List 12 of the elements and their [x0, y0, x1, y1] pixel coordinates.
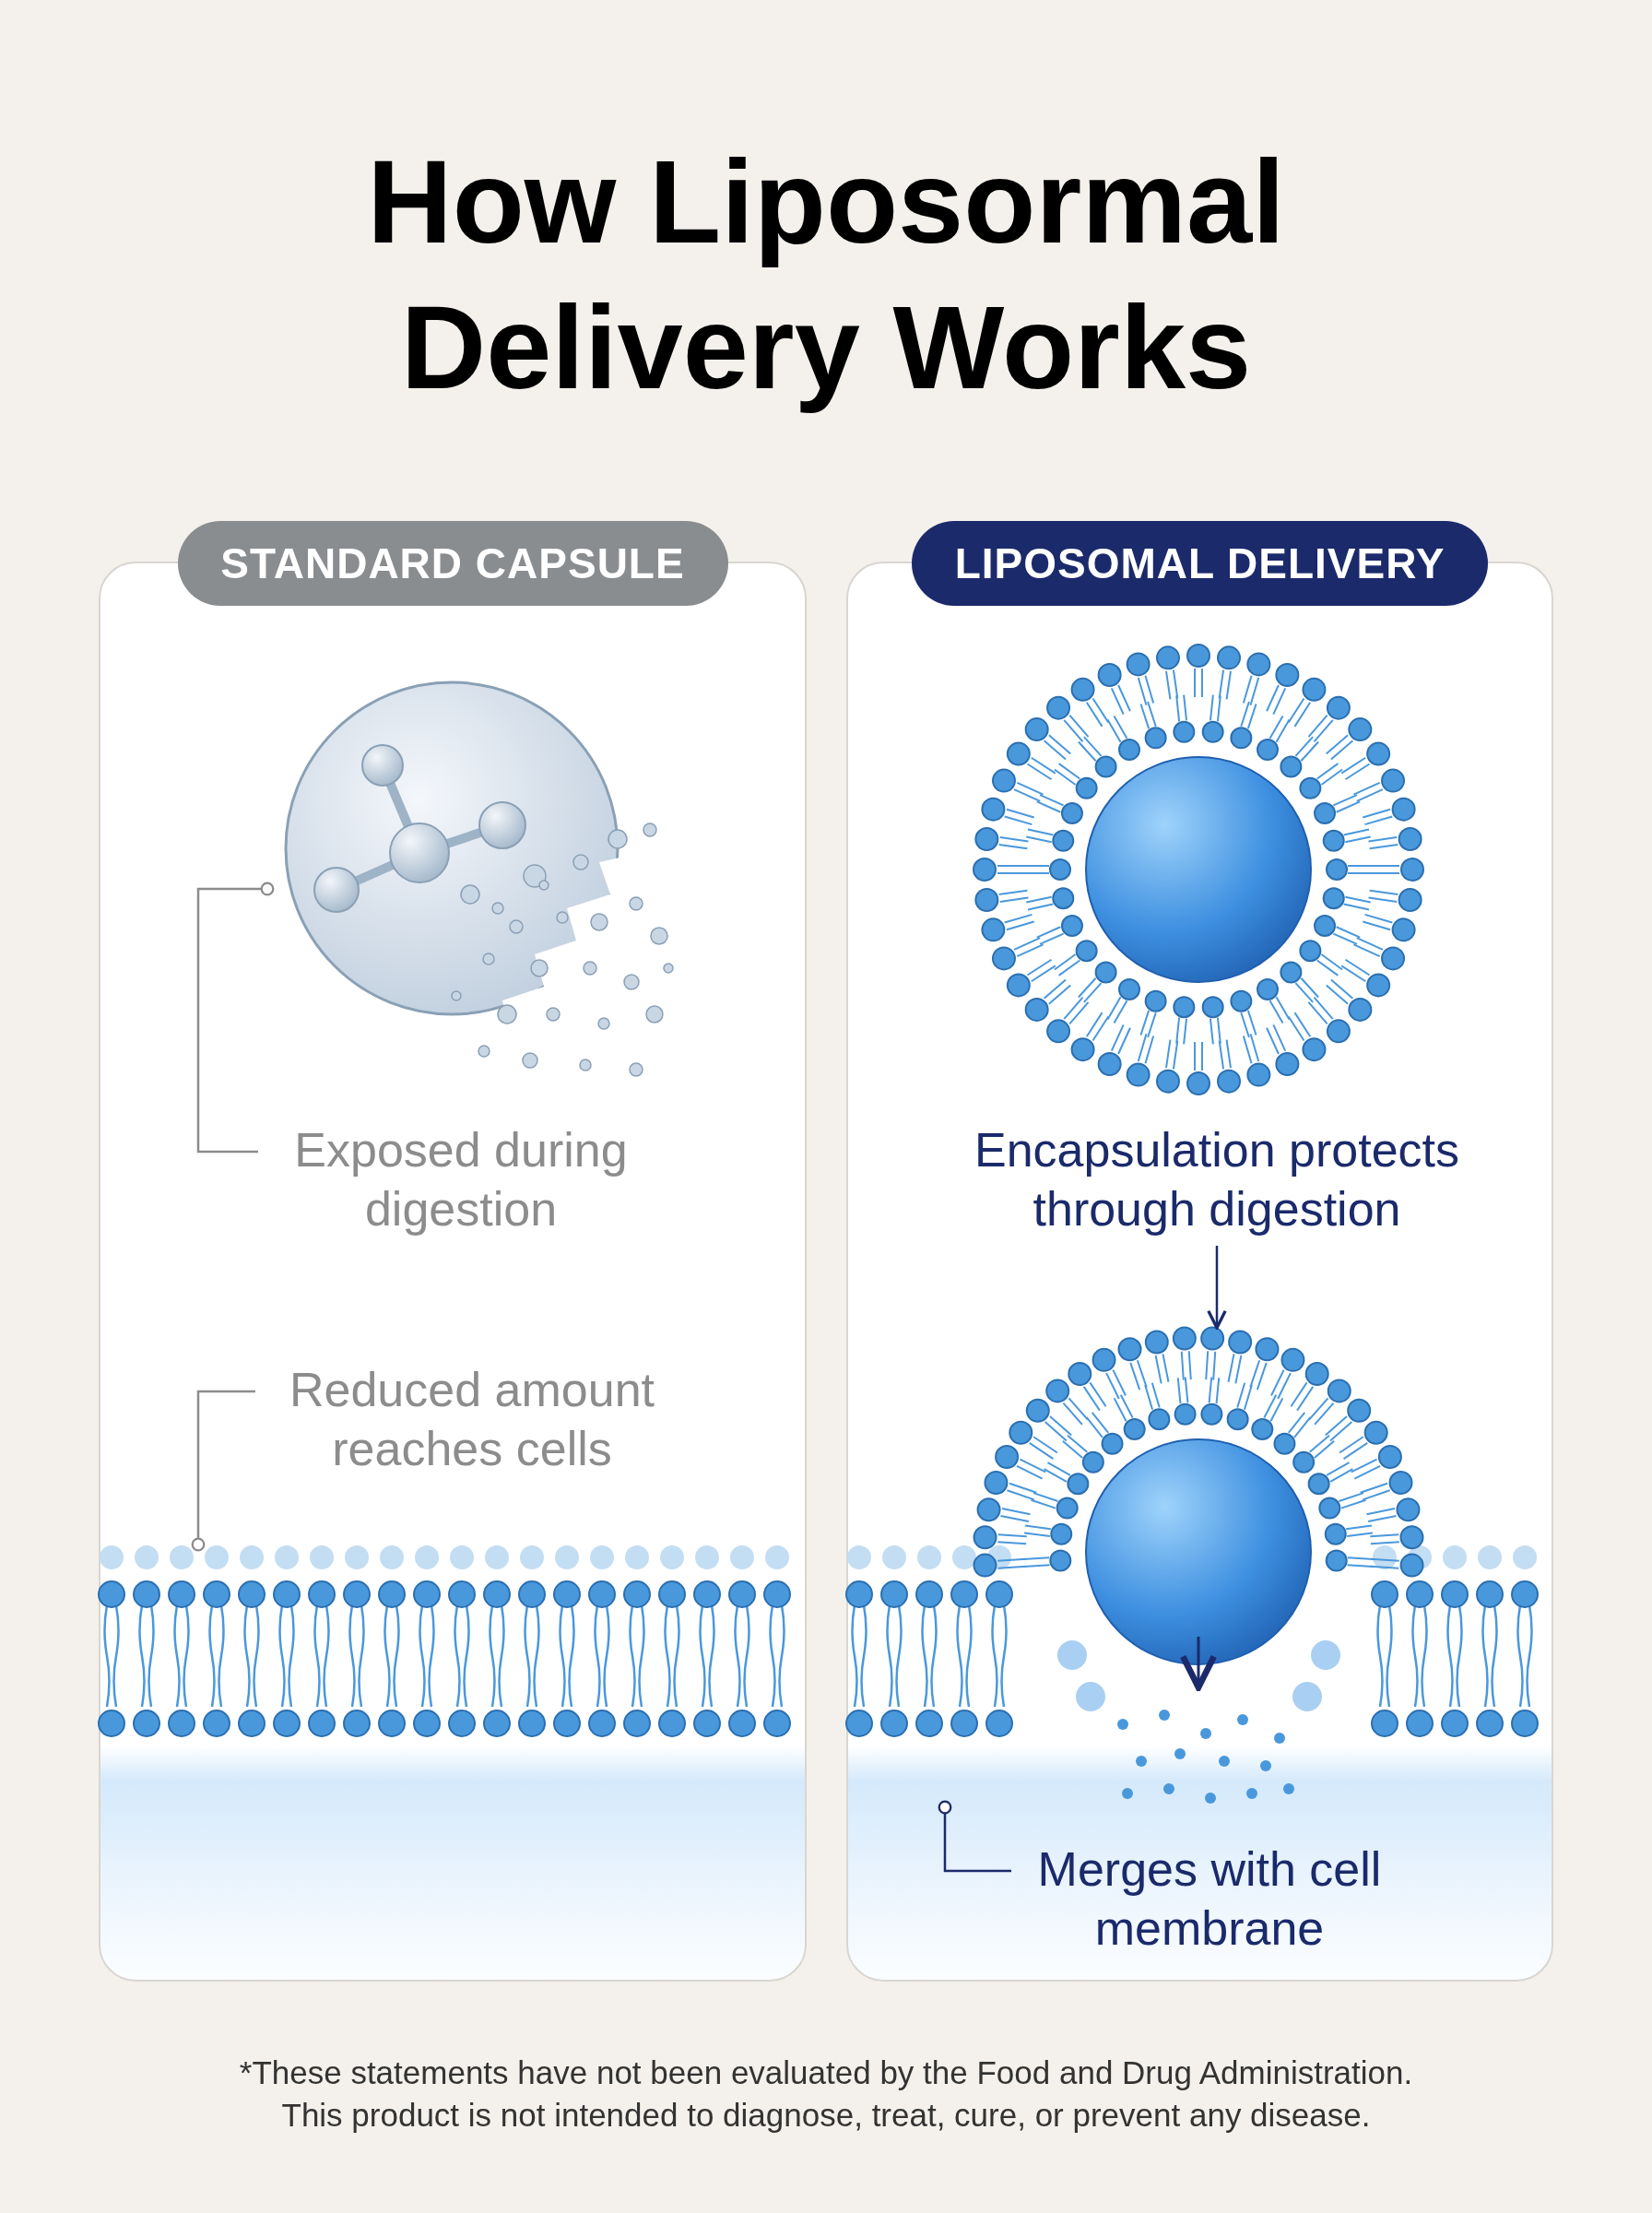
disclaimer-text: *These statements have not been evaluated by the Food and Drug Administration. This product is not intended to diagnose, treat, cure, or prevent any disease.	[238, 2053, 1414, 2135]
leader-line	[196, 882, 275, 1154]
callout-text: Merges with cell membrane	[1011, 1840, 1408, 1958]
callout-text: Exposed during digestion	[258, 1120, 664, 1238]
panel-heading: LIPOSOMAL DELIVERY	[912, 521, 1488, 606]
leader-line	[191, 1390, 255, 1552]
leader-line	[938, 1800, 1011, 1873]
callout-text: Encapsulation protects through digestion	[931, 1120, 1503, 1238]
title: How Liposormal Delivery Works	[366, 135, 1286, 415]
panel-heading: STANDARD CAPSULE	[177, 521, 728, 606]
callout-text: Reduced amount reaches cells	[255, 1360, 689, 1478]
arrow	[1207, 1246, 1227, 1330]
